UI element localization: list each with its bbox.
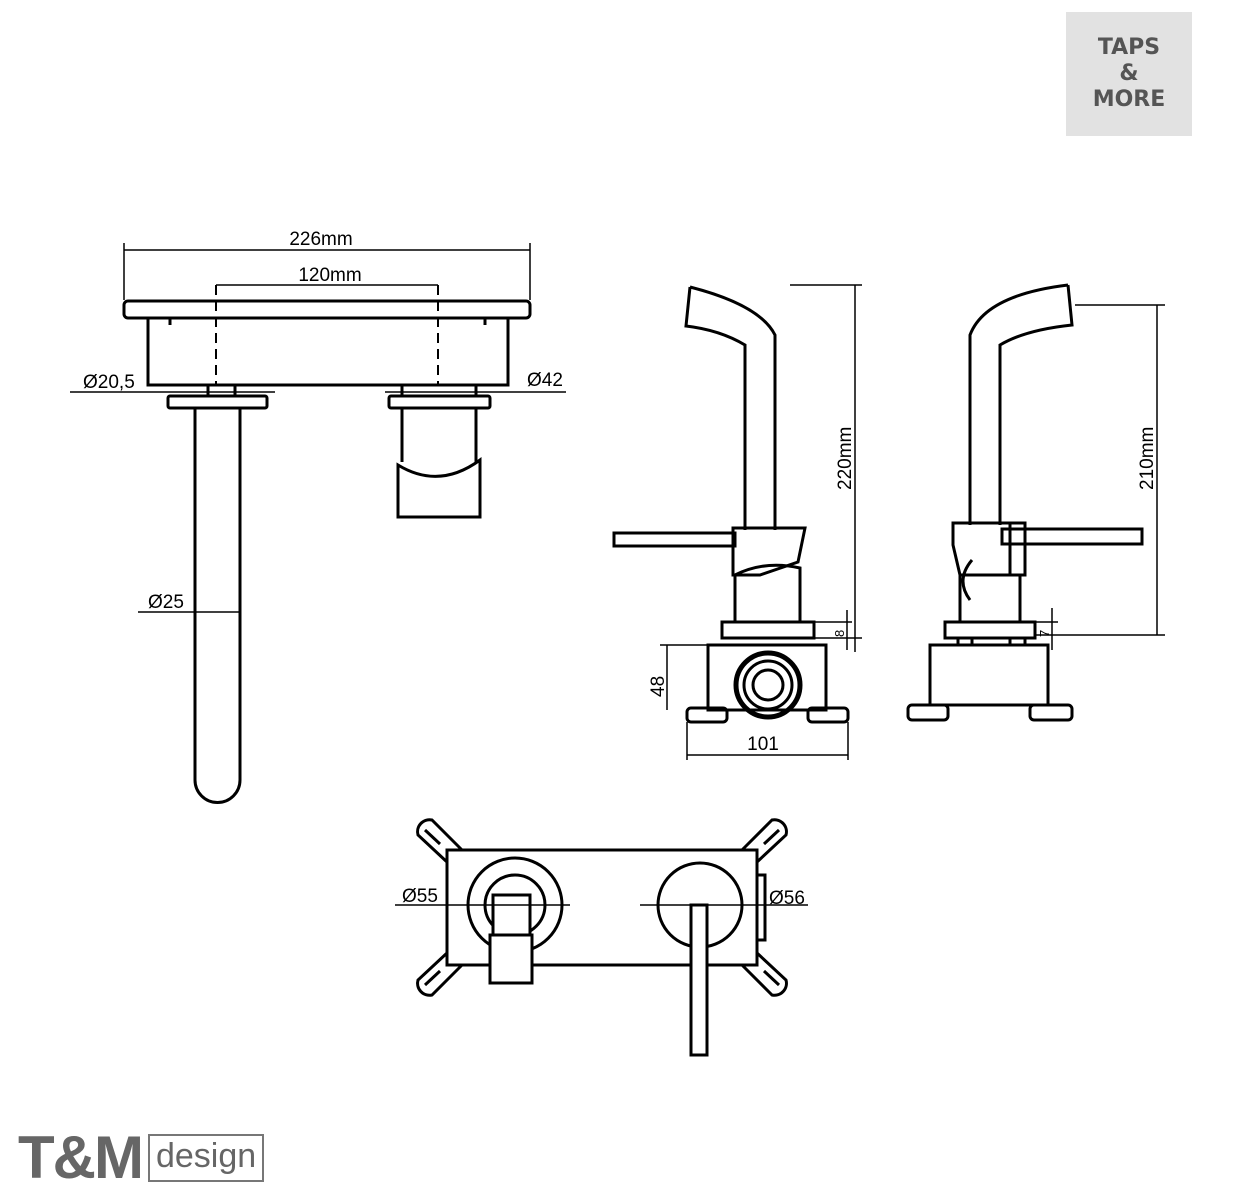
dim-centers: 120mm bbox=[298, 265, 361, 286]
dim-height-210: 210mm bbox=[1137, 427, 1158, 490]
side-view-left: 220mm 8 48 101 bbox=[612, 284, 862, 760]
dim-box-height: 48 bbox=[648, 676, 669, 697]
front-view: 226mm 120mm Ø20,5 Ø42 Ø25 bbox=[70, 229, 566, 804]
dim-flange-8: 8 bbox=[832, 630, 847, 637]
dim-cover-56: Ø56 bbox=[769, 888, 805, 909]
badge-line-1: TAPS bbox=[1097, 35, 1161, 60]
top-view: Ø55 Ø56 bbox=[395, 818, 808, 1057]
taps-and-more-badge: TAPS & MORE bbox=[1066, 12, 1192, 136]
logo-mark: T&M bbox=[18, 1124, 144, 1191]
dim-mixer-flange: Ø42 bbox=[527, 370, 563, 391]
dim-spout-flange: Ø20,5 bbox=[83, 372, 135, 393]
dim-cover-55: Ø55 bbox=[402, 886, 438, 907]
logo-word: design bbox=[147, 1134, 265, 1182]
dim-spout-dia: Ø25 bbox=[148, 592, 184, 613]
dim-overall-width: 226mm bbox=[289, 229, 352, 250]
side-view-right: 210mm 7 bbox=[906, 283, 1165, 722]
dim-height-220: 220mm bbox=[835, 427, 856, 490]
badge-line-2: & bbox=[1119, 61, 1139, 86]
badge-line-3: MORE bbox=[1092, 87, 1166, 112]
dim-box-width: 101 bbox=[747, 734, 779, 755]
dim-flange-7: 7 bbox=[1037, 630, 1052, 637]
tm-design-logo: T&M design bbox=[18, 1124, 265, 1191]
